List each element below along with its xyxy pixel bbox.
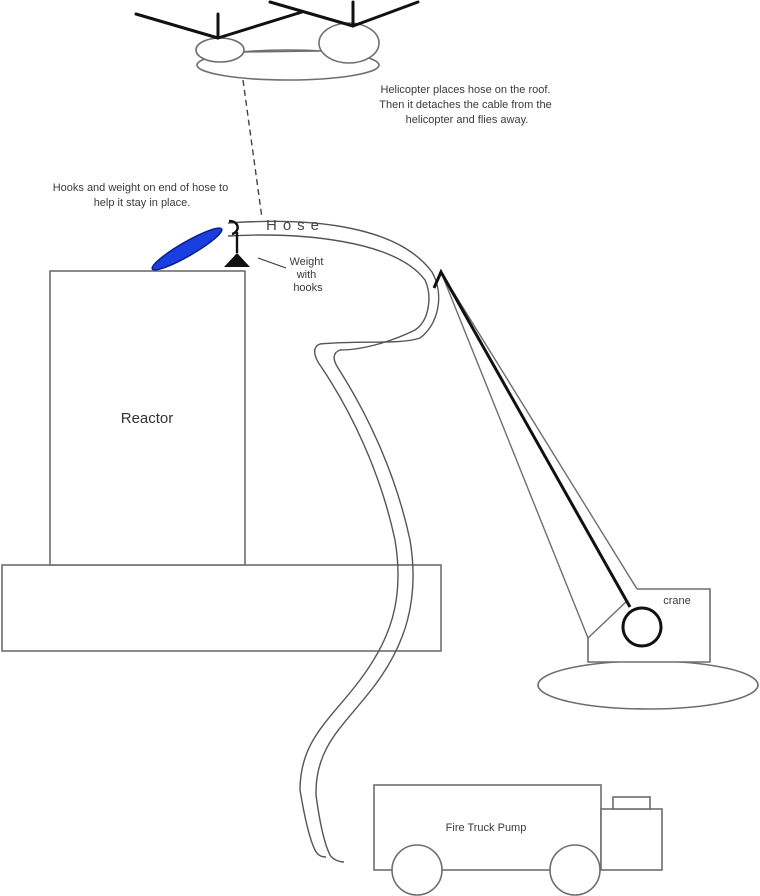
hose-label: Hose bbox=[266, 217, 325, 234]
fire-truck-cab-top bbox=[612, 796, 651, 810]
weight-with-hooks-icon bbox=[224, 219, 250, 267]
hooks-note: Hooks and weight on end of hose to help … bbox=[53, 182, 232, 209]
helicopter bbox=[134, 0, 420, 81]
crane-label: crane bbox=[663, 595, 691, 607]
crane-boom-brace bbox=[587, 599, 629, 639]
reactor-label: Reactor bbox=[121, 410, 174, 427]
hose bbox=[227, 220, 440, 863]
crane-winch bbox=[621, 606, 663, 648]
crane-boom-back bbox=[440, 271, 589, 639]
helicopter-connector bbox=[243, 50, 320, 53]
crane-boom-front bbox=[440, 271, 638, 590]
fire-truck-wheel-front bbox=[549, 844, 601, 896]
rotor-left-icon bbox=[134, 10, 304, 40]
helicopter-cabin-right bbox=[318, 22, 380, 64]
rotor-right-icon bbox=[268, 0, 420, 28]
fire-truck-wheel-rear bbox=[391, 844, 443, 896]
helicopter-cabin-left bbox=[195, 37, 245, 63]
helicopter-note: Helicopter places hose on the roof. Then… bbox=[379, 84, 555, 126]
reactor-building bbox=[49, 270, 246, 566]
fire-truck-cab bbox=[600, 808, 663, 871]
crane-base-platform bbox=[537, 660, 759, 710]
fire-truck: Fire Truck Pump bbox=[373, 784, 663, 896]
crane: crane bbox=[432, 268, 759, 710]
fire-truck-label: Fire Truck Pump bbox=[446, 822, 527, 834]
helicopter-cable-dashed bbox=[242, 79, 263, 219]
reactor-base bbox=[1, 564, 442, 652]
weight-note: Weight with hooks bbox=[289, 256, 326, 294]
crane-cable bbox=[432, 268, 632, 608]
weight-pointer-line bbox=[257, 257, 287, 269]
hose-nozzle bbox=[151, 227, 223, 271]
